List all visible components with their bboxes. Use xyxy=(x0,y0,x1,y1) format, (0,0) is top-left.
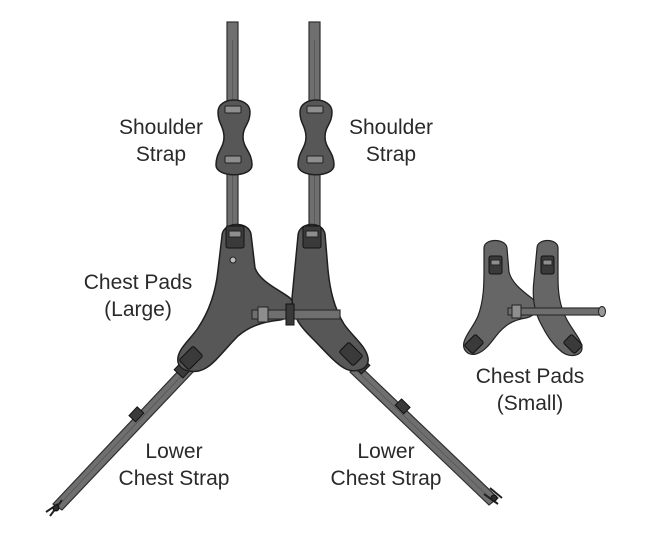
label-chest-pads-small: Chest Pads (Small) xyxy=(460,363,600,417)
left-large-chest-pad xyxy=(177,223,294,373)
label-line: Lower xyxy=(357,440,415,463)
left-lower-chest-strap xyxy=(45,357,195,517)
left-shoulder-strap xyxy=(215,21,253,233)
label-line: Strap xyxy=(365,143,417,166)
right-shoulder-strap xyxy=(297,21,335,233)
label-line: Chest Pads xyxy=(475,365,585,388)
label-line: (Small) xyxy=(496,392,564,415)
label-line: (Large) xyxy=(104,298,172,321)
label-line: Shoulder xyxy=(118,116,204,139)
label-shoulder-strap-right: Shoulder Strap xyxy=(336,114,446,168)
label-line: Chest Strap xyxy=(330,467,442,490)
label-shoulder-strap-left: Shoulder Strap xyxy=(106,114,216,168)
large-chest-pads xyxy=(177,223,369,373)
small-chest-pads xyxy=(463,239,606,357)
label-chest-pads-large: Chest Pads (Large) xyxy=(68,269,208,323)
label-line: Chest Strap xyxy=(118,467,230,490)
label-line: Strap xyxy=(135,143,187,166)
label-lower-chest-strap-right: Lower Chest Strap xyxy=(316,438,456,492)
label-lower-chest-strap-left: Lower Chest Strap xyxy=(104,438,244,492)
label-line: Chest Pads xyxy=(83,271,193,294)
left-small-chest-pad xyxy=(463,239,538,355)
right-large-chest-pad xyxy=(291,223,369,372)
label-line: Shoulder xyxy=(348,116,434,139)
label-line: Lower xyxy=(145,440,203,463)
